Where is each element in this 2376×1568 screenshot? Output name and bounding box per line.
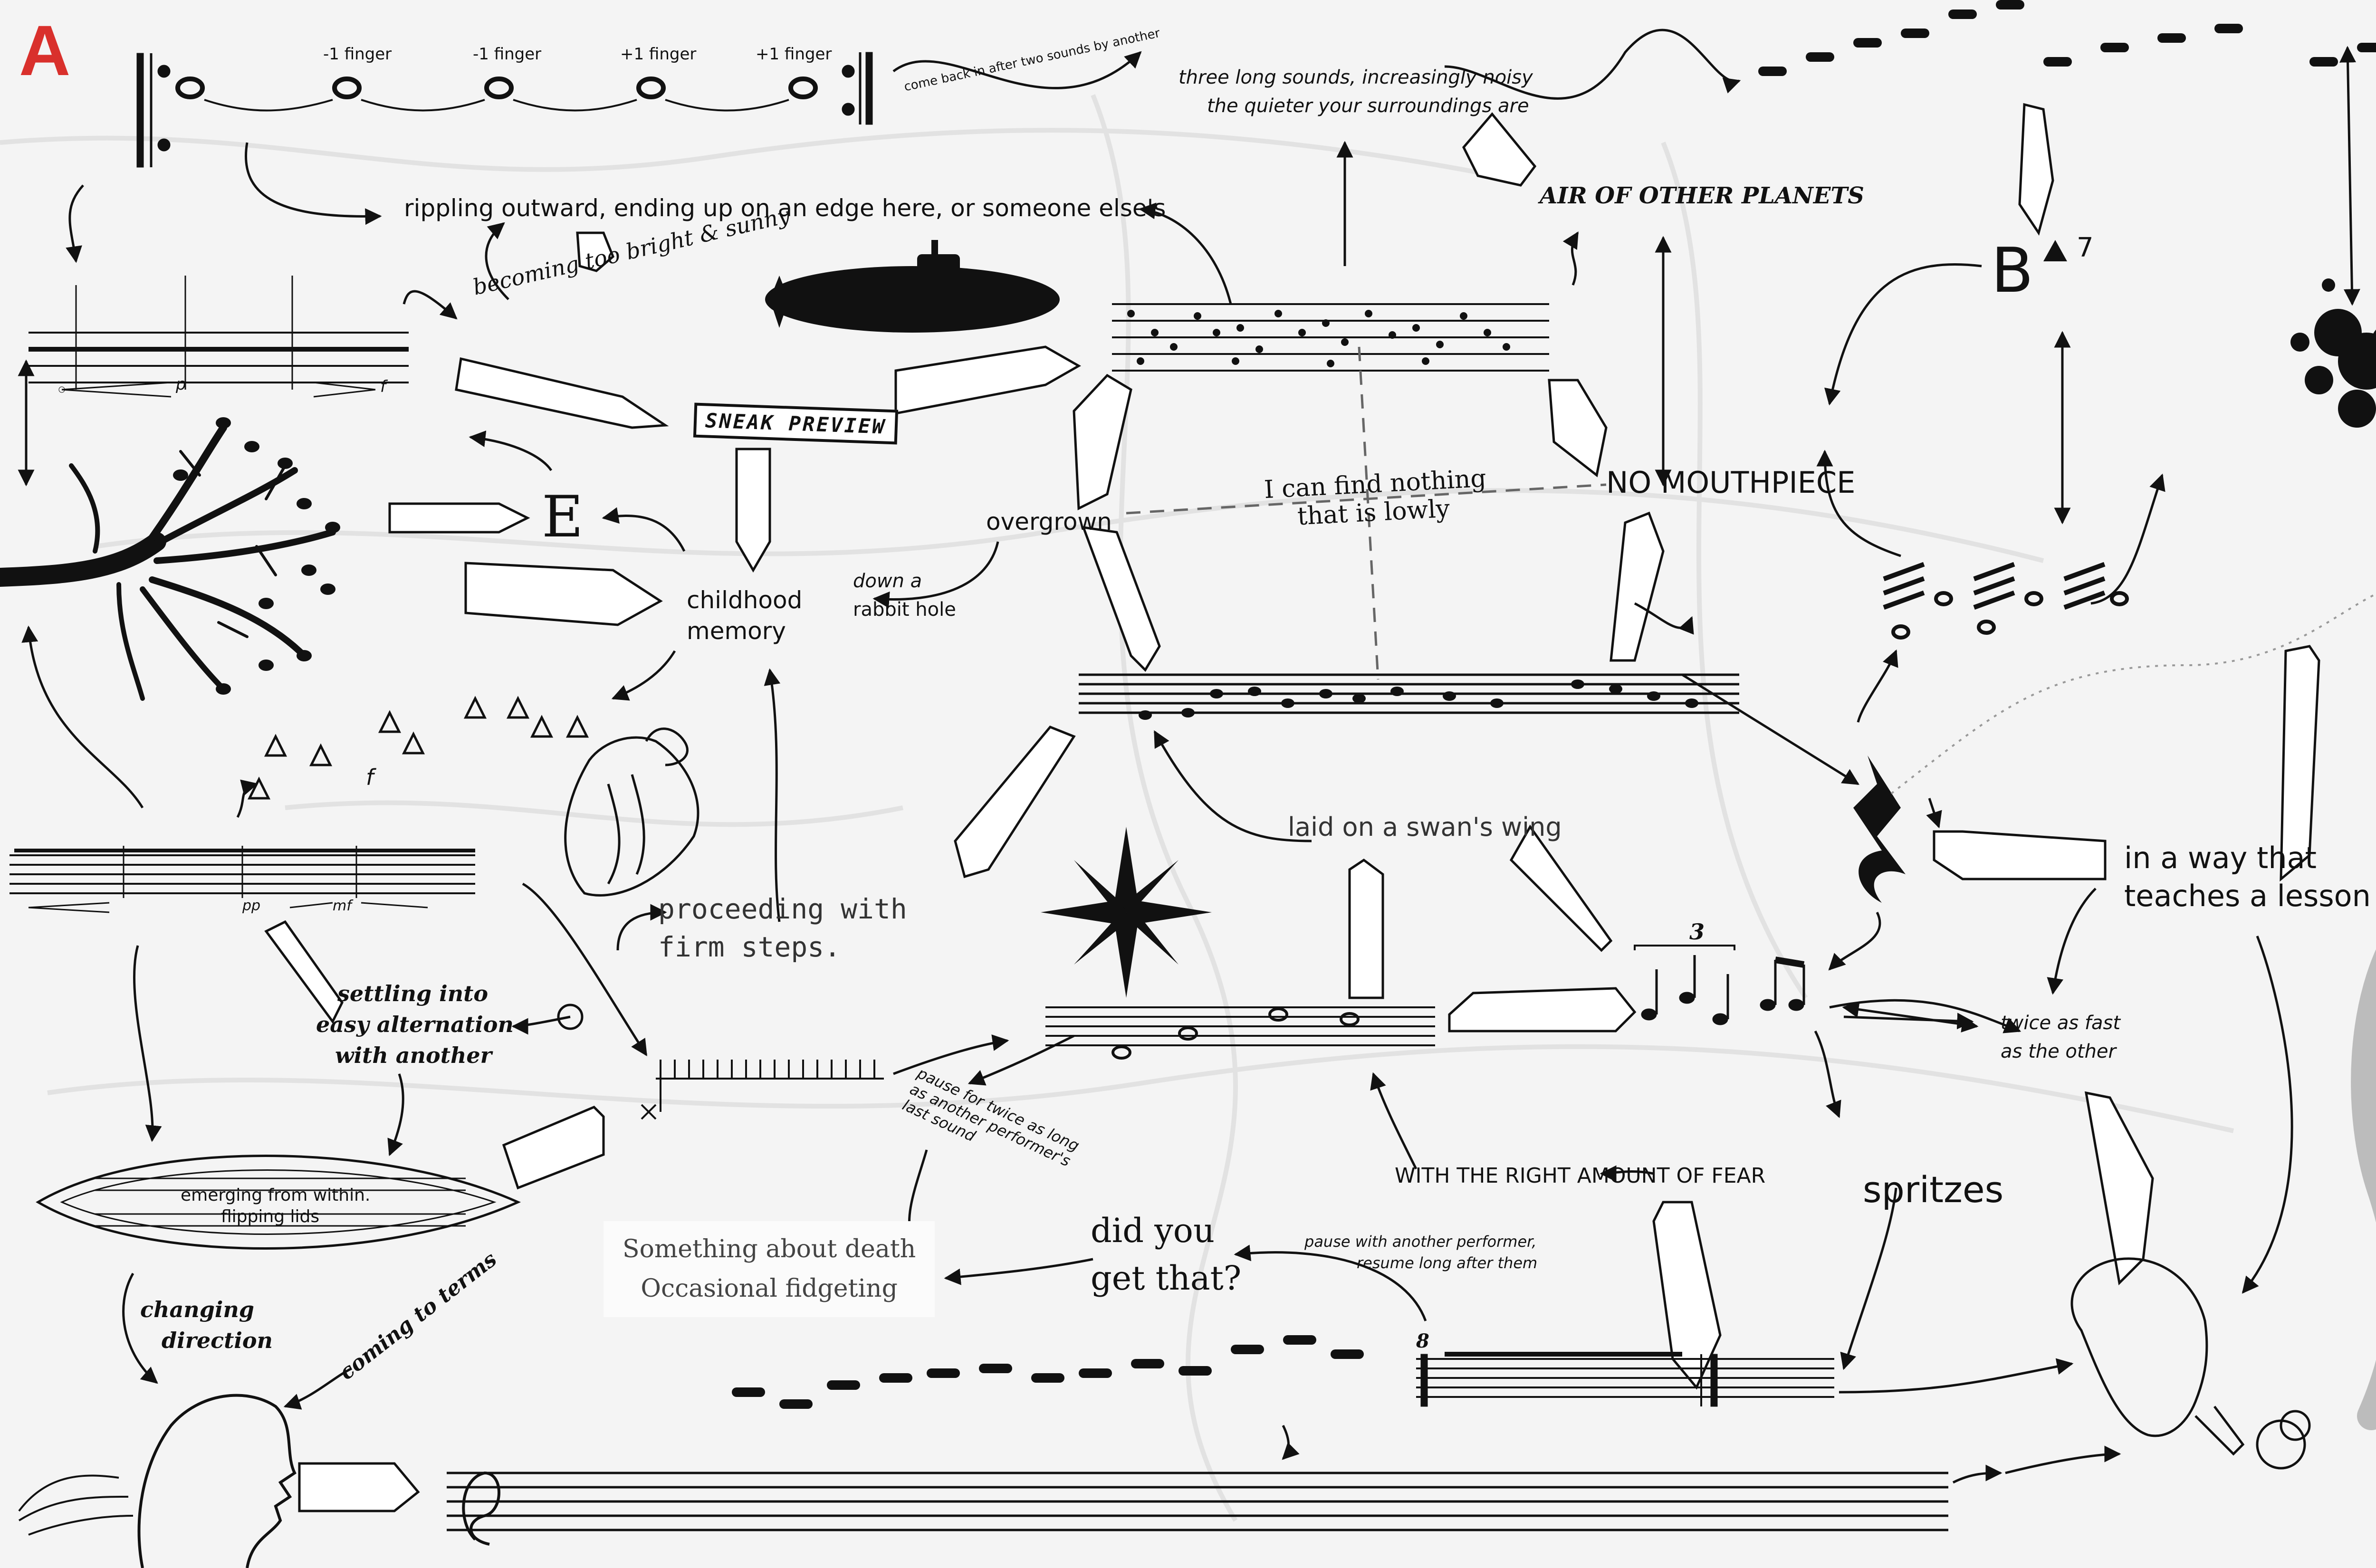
treble-staff: [1079, 673, 1739, 714]
small-score-bottom-right: [1416, 1352, 1834, 1407]
slur: [513, 99, 637, 112]
small-score-top-left: [29, 276, 409, 398]
right-amount-of-fear-label: WITH THE RIGHT AMOUNT OF FEAR: [1395, 1164, 1766, 1188]
triangle-notes: [247, 696, 589, 800]
b-chord-root: B: [1991, 234, 2034, 306]
finger-mark-1: -1 finger: [323, 45, 392, 64]
changing-direction-label-1: changing: [140, 1297, 254, 1322]
dashed-connectors: [1126, 346, 1607, 680]
slur: [361, 99, 485, 112]
memory-label: memory: [687, 617, 786, 645]
scatter-dots: [1127, 310, 1510, 367]
b-chord-extension: 7: [2077, 232, 2094, 263]
staff-scattered-notes: [1112, 303, 1549, 372]
repeat-bar-left-thick: [136, 53, 144, 168]
junction-circle: [557, 1004, 584, 1030]
finger-mark-2: -1 finger: [473, 45, 542, 64]
dynamic-f-top: f: [380, 377, 386, 396]
quarter-rest-symbol: [1853, 755, 1906, 903]
tag-shapes: [264, 103, 2320, 1512]
compass-star-drawing: [1041, 827, 1212, 998]
submarine-drawing: [765, 240, 1060, 333]
piano-roll-score: [10, 846, 475, 913]
twice-as-fast-label-1: twice as fast: [2001, 1012, 2121, 1034]
in-a-way-label-1: in a way that: [2124, 841, 2317, 875]
letter-e-label: E: [542, 484, 584, 550]
dynamic-mf: mf: [333, 898, 352, 914]
twice-as-fast-label-2: as the other: [2001, 1041, 2116, 1062]
down-a-label: down a: [853, 570, 922, 592]
conch-shell-drawing: [564, 727, 699, 897]
overgrown-label: overgrown: [986, 508, 1112, 535]
comb-staff: [641, 1060, 884, 1120]
quieter-label: the quieter your surroundings are: [1207, 95, 1529, 117]
dyad-symbols: [1883, 562, 2106, 610]
treble-staff-notes: [1139, 679, 1698, 720]
occasional-fidgeting-label: Occasional fidgeting: [641, 1274, 898, 1303]
dash-trail-top-right: [1758, 0, 2376, 76]
emerging-label-1: emerging from within.: [181, 1186, 371, 1205]
settling-label-1: settling into: [337, 981, 489, 1006]
dyad-open-notes: [1891, 591, 2129, 640]
middle-staff-whole-notes: [1045, 1006, 1435, 1060]
finger-mark-4: +1 finger: [756, 45, 832, 64]
pause-with-label-1: pause with another performer,: [1304, 1233, 1537, 1251]
background-grey-ribbon: [2351, 949, 2376, 1430]
proceeding-label-1: proceeding with: [658, 893, 907, 925]
repeat-dot: [842, 103, 855, 116]
dynamic-p-top: p: [176, 375, 186, 394]
laid-on-swan-label: laid on a swan's wing: [1288, 812, 1562, 842]
changing-direction-label-2: direction: [162, 1328, 273, 1353]
slur: [204, 99, 333, 112]
dynamic-pp: pp: [242, 898, 261, 914]
did-you-label-2: get that?: [1091, 1259, 1242, 1298]
rabbit-hole-label: rabbit hole: [853, 599, 956, 621]
whole-note: [484, 76, 514, 99]
whole-note: [788, 76, 818, 99]
wind-lines: [18, 1474, 134, 1536]
dynamic-f-mid: f: [366, 765, 374, 790]
in-a-way-label-2: teaches a lesson: [2124, 879, 2371, 913]
boat-shaped-staff: [36, 1155, 521, 1250]
spritzes-label: spritzes: [1863, 1168, 2004, 1211]
repeat-staff: [136, 52, 873, 168]
whole-note: [175, 76, 205, 99]
rippling-label: rippling outward, ending up on an edge h…: [404, 194, 1166, 222]
repeat-dot: [842, 65, 855, 78]
repeat-dot: [157, 138, 171, 152]
bottom-long-staff: [447, 1471, 1948, 1546]
finger-mark-3: +1 finger: [620, 45, 697, 64]
triplet-number: 3: [1689, 919, 1705, 945]
air-of-other-planets-label: AIR OF OTHER PLANETS: [1540, 182, 1864, 209]
three-long-sounds-label: three long sounds, increasingly noisy: [1178, 67, 1533, 88]
tree-note-heads: [173, 417, 340, 695]
pause-with-label-2: resume long after them: [1357, 1254, 1538, 1272]
balloon-drawing: [2070, 1257, 2311, 1470]
settling-label-2: easy alternation: [316, 1012, 514, 1037]
proceeding-label-2: firm steps.: [658, 931, 841, 963]
something-about-death-box: Something about death Occasional fidgeti…: [604, 1221, 935, 1318]
something-about-death-label: Something about death: [623, 1235, 916, 1263]
triplet-notes: [1634, 945, 1805, 1025]
whole-note: [636, 76, 666, 99]
sneak-preview-label: SNEAK PREVIEW: [693, 402, 898, 445]
emerging-label-2: flipping lids: [221, 1207, 320, 1226]
particle-cloud-drawing: [2290, 278, 2376, 428]
head-silhouette-outline: [137, 1394, 297, 1568]
double-arrows: [18, 46, 2360, 1033]
no-mouthpiece-label: NO MOUTHPIECE: [1606, 465, 1856, 500]
did-you-label-1: did you: [1091, 1211, 1215, 1250]
octave-mark: 8: [1416, 1330, 1429, 1352]
dash-trail-bottom: [732, 1335, 1364, 1409]
repeat-dot: [157, 65, 171, 78]
triangle-chord-symbol: [2043, 240, 2067, 261]
childhood-label: childhood: [687, 586, 803, 614]
slur: [665, 99, 789, 112]
settling-label-3: with another: [335, 1042, 492, 1068]
tree-branches-drawing: [0, 424, 336, 701]
whole-note: [332, 76, 362, 99]
repeat-bar-right-thick: [865, 52, 873, 125]
section-letter: A: [19, 10, 71, 90]
